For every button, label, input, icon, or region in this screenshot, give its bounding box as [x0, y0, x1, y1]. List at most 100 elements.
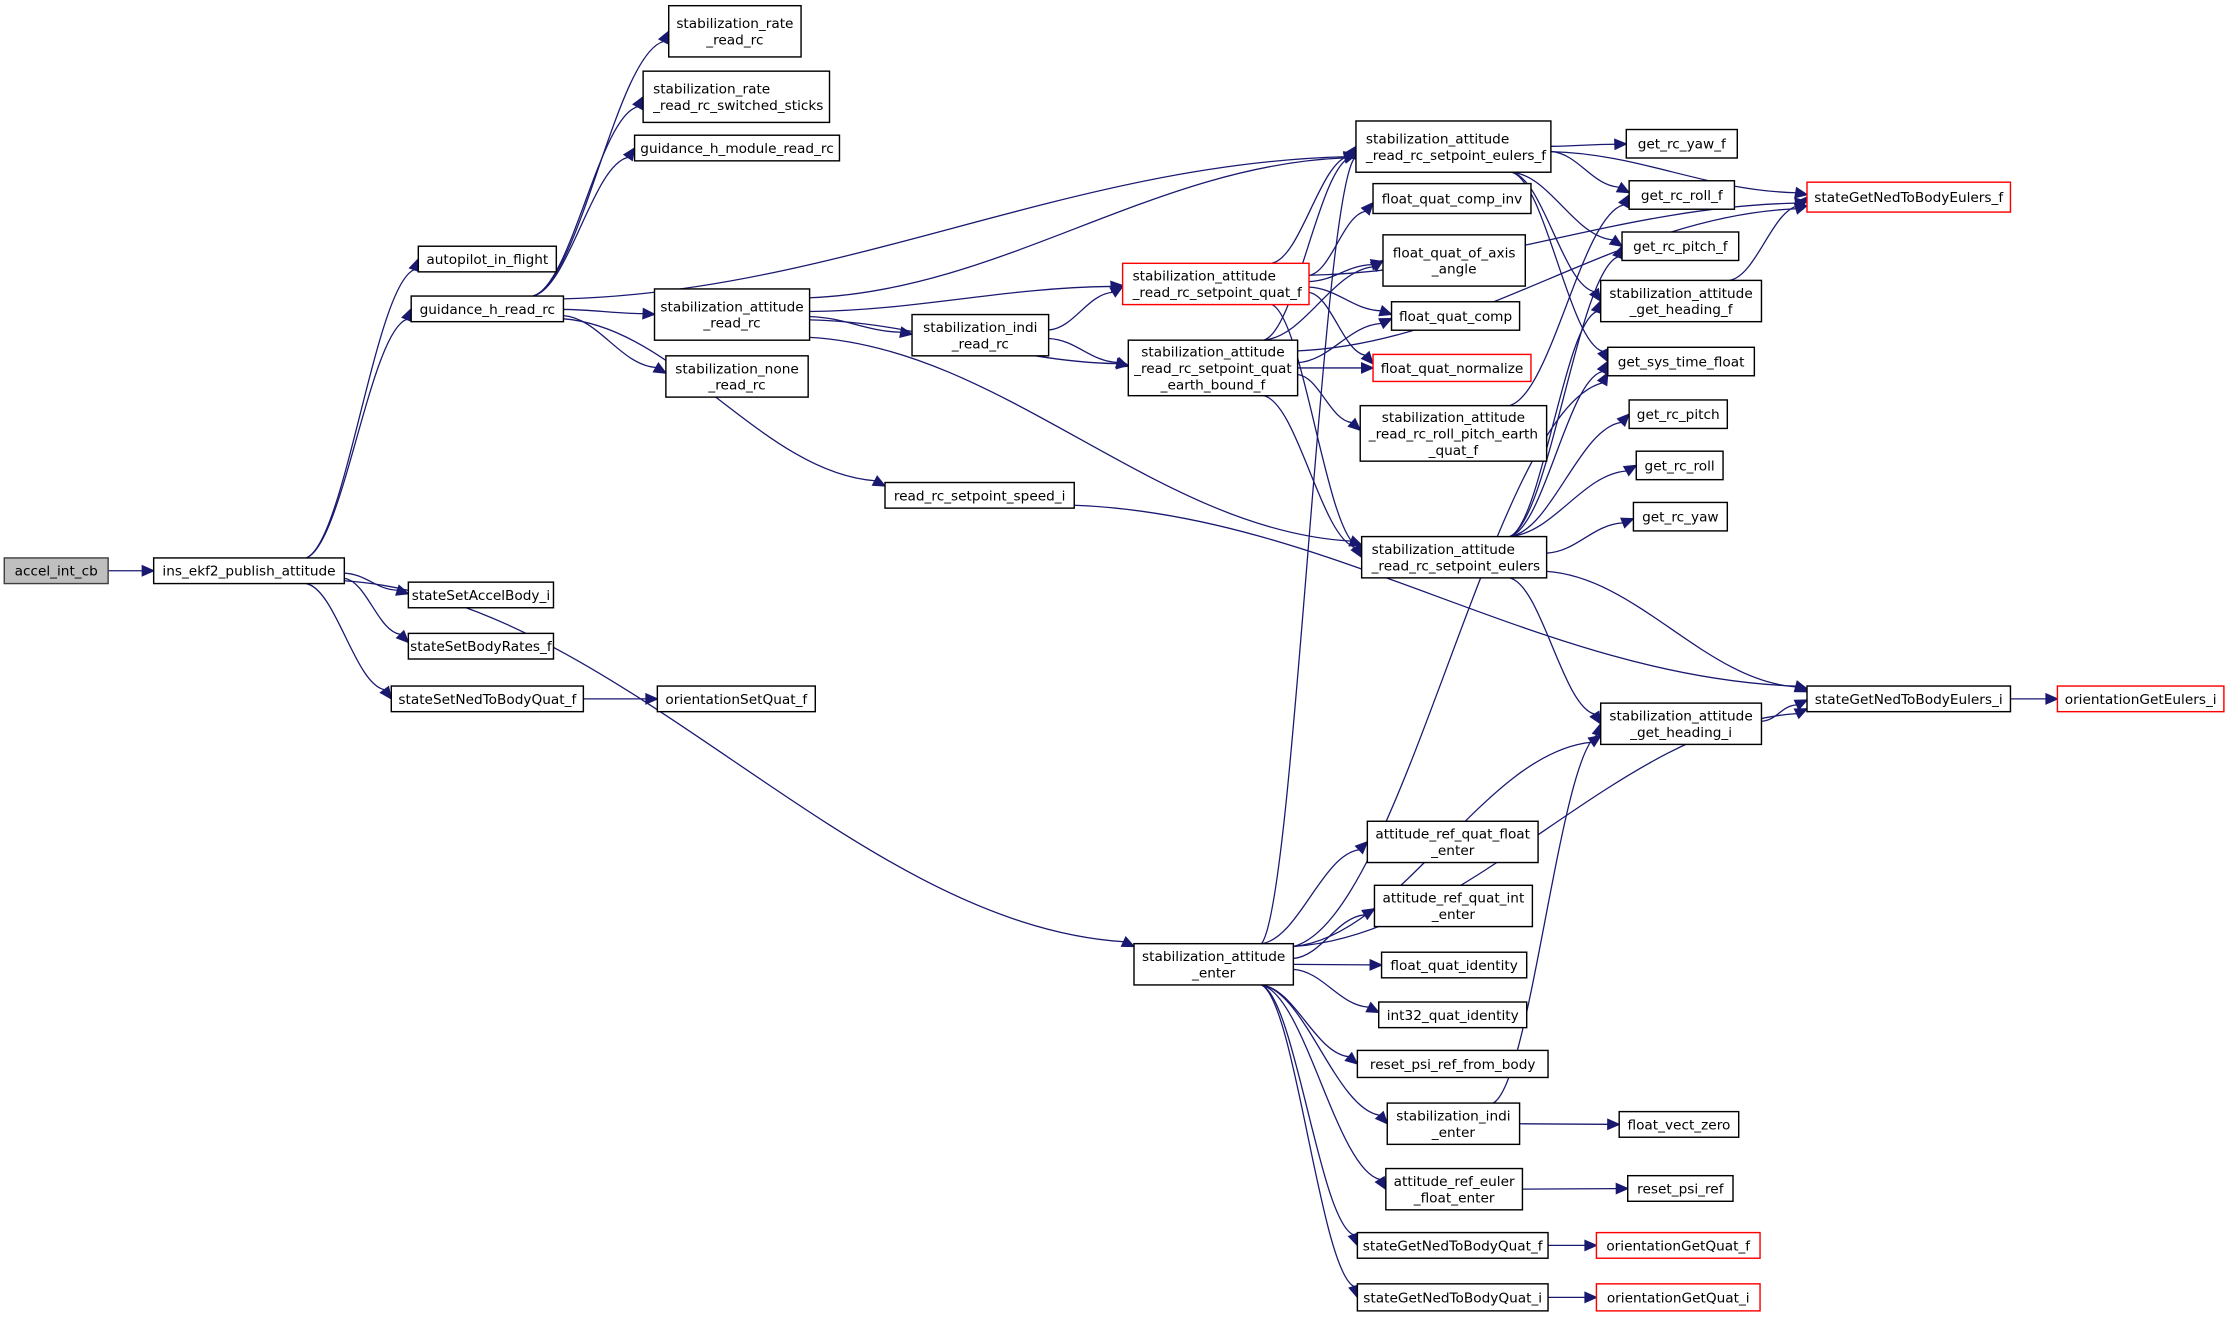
edge-line — [1509, 370, 1603, 538]
edge-line — [1729, 204, 1800, 282]
node-orientationGetQuat_f[interactable]: orientationGetQuat_f — [1595, 1231, 1761, 1259]
node-stateGetNedToBodyQuat_f[interactable]: stateGetNedToBodyQuat_f — [1356, 1231, 1549, 1259]
node-label: stateSetNedToBodyQuat_f — [398, 692, 577, 708]
node-stabilization_attitude_enter[interactable]: stabilization_attitude_enter — [1133, 942, 1295, 986]
node-box — [1355, 120, 1552, 173]
arrowhead-icon — [1109, 285, 1124, 298]
node-stabilization_rate_read_rc[interactable]: stabilization_rate_read_rc — [668, 4, 802, 58]
node-stateSetBodyRates_f[interactable]: stateSetBodyRates_f — [407, 632, 555, 660]
node-stateSetNedToBodyQuat_f[interactable]: stateSetNedToBodyQuat_f — [390, 685, 585, 713]
edge-stabilization_attitude_enter-to-stabilization_indi_enter — [1261, 984, 1389, 1125]
edge-ins_ekf2_publish_attitude-to-stateSetNedToBodyQuat_f — [306, 582, 393, 701]
nodes-layer: accel_int_cb ins_ekf2_publish_attitude aut… — [3, 4, 2225, 1312]
node-label: _float_enter — [1413, 1190, 1495, 1206]
node-stateGetNedToBodyEulers_i[interactable]: stateGetNedToBodyEulers_i — [1806, 685, 2012, 713]
node-get_sys_time_float[interactable]: get_sys_time_float — [1607, 346, 1756, 377]
node-get_rc_roll[interactable]: get_rc_roll — [1635, 450, 1724, 481]
edge-stabilization_attitude_enter-to-get_sys_time_float — [1293, 371, 1609, 948]
node-float_quat_normalize[interactable]: float_quat_normalize — [1372, 353, 1532, 383]
node-box — [1621, 231, 1740, 262]
node-get_rc_yaw[interactable]: get_rc_yaw — [1632, 501, 1729, 532]
node-stabilization_attitude_read_rc_setpoint_eulers_f[interactable]: stabilization_attitude_read_rc_setpoint_… — [1355, 120, 1552, 173]
node-stateGetNedToBodyQuat_i[interactable]: stateGetNedToBodyQuat_i — [1356, 1283, 1549, 1312]
edge-line — [809, 157, 1345, 299]
node-stabilization_attitude_read_rc_roll_pitch_earth_quat_f[interactable]: stabilization_attitude_read_rc_roll_pitc… — [1359, 404, 1548, 462]
arrowhead-icon — [379, 685, 393, 701]
node-label: stabilization_attitude — [660, 299, 803, 315]
edge-line — [809, 285, 1112, 313]
edge-guidance_h_read_rc-to-read_rc_setpoint_speed_i — [563, 318, 887, 487]
node-autopilot_in_flight[interactable]: autopilot_in_flight — [417, 245, 558, 273]
node-guidance_h_read_rc[interactable]: guidance_h_read_rc — [410, 295, 565, 323]
edge-line — [563, 308, 644, 315]
edge-line — [532, 106, 638, 297]
edge-ins_ekf2_publish_attitude-to-guidance_h_read_rc — [305, 307, 413, 559]
node-stabilization_indi_read_rc[interactable]: stabilization_indi_read_rc — [911, 313, 1050, 357]
node-int32_quat_identity[interactable]: int32_quat_identity — [1378, 1001, 1528, 1029]
node-box — [1359, 404, 1548, 462]
node-stabilization_attitude_read_rc[interactable]: stabilization_attitude_read_rc — [653, 288, 811, 341]
node-reset_psi_ref_from_body[interactable]: reset_psi_ref_from_body — [1356, 1049, 1549, 1079]
node-stabilization_attitude_read_rc_setpoint_quat_f[interactable]: stabilization_attitude_read_rc_setpoint_… — [1121, 262, 1310, 306]
edge-line — [1293, 968, 1369, 1008]
node-get_rc_pitch[interactable]: get_rc_pitch — [1628, 399, 1729, 430]
arrowhead-icon — [1793, 708, 1809, 720]
edge-line — [1048, 337, 1118, 364]
node-reset_psi_ref[interactable]: reset_psi_ref — [1627, 1174, 1734, 1202]
node-label: attitude_ref_quat_float — [1375, 827, 1530, 843]
node-orientationGetQuat_i[interactable]: orientationGetQuat_i — [1595, 1283, 1761, 1312]
arrowhead-icon — [2045, 692, 2060, 705]
node-float_quat_of_axis_angle[interactable]: float_quat_of_axis_angle — [1382, 234, 1526, 287]
edge-line — [1761, 704, 1797, 722]
node-float_quat_identity[interactable]: float_quat_identity — [1380, 951, 1528, 979]
node-box — [1595, 1283, 1761, 1312]
node-stabilization_indi_enter[interactable]: stabilization_indi_enter — [1386, 1102, 1521, 1146]
edge-stateGetNedToBodyQuat_f-to-orientationGetQuat_f — [1548, 1239, 1599, 1252]
node-float_vect_zero[interactable]: float_vect_zero — [1618, 1110, 1740, 1138]
node-attitude_ref_quat_int_enter[interactable]: attitude_ref_quat_int_enter — [1373, 884, 1534, 928]
edge-line — [1522, 1187, 1617, 1190]
node-stabilization_attitude_read_rc_setpoint_quat_earth_bound_f[interactable]: stabilization_attitude_read_rc_setpoint_… — [1127, 339, 1299, 397]
node-label: _read_rc_setpoint_eulers — [1371, 558, 1541, 574]
node-label: stabilization_attitude — [1133, 269, 1276, 285]
node-accel_int_cb[interactable]: accel_int_cb — [3, 557, 109, 585]
node-float_quat_comp_inv[interactable]: float_quat_comp_inv — [1372, 182, 1532, 215]
node-label: float_vect_zero — [1627, 1117, 1730, 1133]
node-box — [884, 481, 1075, 509]
node-box — [1373, 884, 1534, 928]
node-stateSetAccelBody_i[interactable]: stateSetAccelBody_i — [407, 581, 555, 609]
edge-line — [1519, 1123, 1608, 1125]
node-stabilization_attitude_get_heading_f[interactable]: stabilization_attitude_get_heading_f — [1599, 279, 1763, 323]
node-float_quat_comp[interactable]: float_quat_comp — [1390, 301, 1521, 331]
node-ins_ekf2_publish_attitude[interactable]: ins_ekf2_publish_attitude — [152, 557, 346, 585]
node-label: _quat_f — [1428, 443, 1480, 459]
node-stabilization_rate_read_rc_switched_sticks[interactable]: stabilization_rate_read_rc_switched_stic… — [642, 70, 831, 124]
node-get_rc_yaw_f[interactable]: get_rc_yaw_f — [1625, 128, 1738, 159]
arrowhead-icon — [1794, 195, 1809, 210]
edge-line — [1509, 204, 1624, 407]
arrowhead-icon — [1622, 464, 1638, 477]
node-attitude_ref_euler_float_enter[interactable]: attitude_ref_euler_float_enter — [1385, 1167, 1524, 1211]
node-stabilization_attitude_get_heading_i[interactable]: stabilization_attitude_get_heading_i — [1599, 702, 1763, 746]
node-stateGetNedToBodyEulers_f[interactable]: stateGetNedToBodyEulers_f — [1806, 181, 2012, 213]
node-stabilization_none_read_rc[interactable]: stabilization_none_read_rc — [665, 355, 809, 398]
node-read_rc_setpoint_speed_i[interactable]: read_rc_setpoint_speed_i — [884, 481, 1075, 509]
arrowhead-icon — [871, 475, 887, 487]
node-attitude_ref_quat_float_enter[interactable]: attitude_ref_quat_float_enter — [1366, 820, 1539, 864]
arrowhead-icon — [657, 29, 670, 45]
node-get_rc_roll_f[interactable]: get_rc_roll_f — [1628, 180, 1736, 210]
edge-stabilization_attitude_read_rc_setpoint_eulers_f-to-stateGetNedToBodyEulers_f — [1550, 151, 1809, 199]
node-orientationGetEulers_i[interactable]: orientationGetEulers_i — [2056, 685, 2225, 713]
node-get_rc_pitch_f[interactable]: get_rc_pitch_f — [1621, 231, 1740, 262]
edge-line — [1263, 266, 1374, 341]
node-label: reset_psi_ref_from_body — [1370, 1057, 1536, 1073]
node-orientationSetQuat_f[interactable]: orientationSetQuat_f — [656, 685, 816, 713]
edge-stabilization_attitude_read_rc_setpoint_eulers-to-stateGetNedToBodyEulers_i — [1546, 570, 1809, 693]
node-stabilization_attitude_read_rc_setpoint_eulers[interactable]: stabilization_attitude_read_rc_setpoint_… — [1360, 535, 1548, 579]
node-label: int32_quat_identity — [1387, 1008, 1519, 1024]
node-label: get_rc_yaw — [1642, 510, 1719, 526]
node-box — [653, 288, 811, 341]
node-guidance_h_module_read_rc[interactable]: guidance_h_module_read_rc — [633, 134, 841, 162]
node-label: stabilization_attitude — [1382, 410, 1525, 426]
node-box — [1628, 399, 1729, 430]
